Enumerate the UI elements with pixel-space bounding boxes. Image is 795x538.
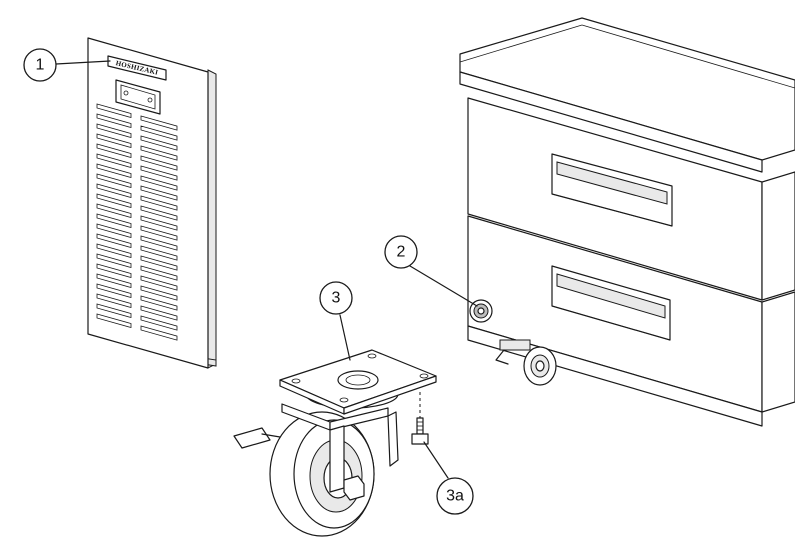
louver-slot: [96, 113, 132, 129]
callout-2-label: 2: [397, 244, 406, 261]
louver-slot: [140, 305, 178, 321]
mounting-plate: [279, 349, 437, 415]
louver-slot: [140, 145, 178, 161]
caster-wheel: [269, 411, 375, 537]
louver-slot: [140, 315, 178, 331]
louver-slot: [96, 183, 132, 199]
louver-slot: [96, 213, 132, 229]
louver-slot: [140, 295, 178, 311]
mounting-bolt: [411, 392, 429, 445]
louver-slot: [140, 135, 178, 151]
louver-slot: [96, 263, 132, 279]
louver-slot: [140, 195, 178, 211]
axle-nut: [343, 475, 365, 501]
louver-slot: [96, 123, 132, 139]
callout-3-label: 3: [332, 290, 341, 307]
louver-slot: [96, 203, 132, 219]
louver-slot: [140, 115, 178, 131]
louver-slot: [96, 293, 132, 309]
cabinet-caster: [495, 339, 557, 386]
louver-slot: [96, 233, 132, 249]
louver-slot: [140, 235, 178, 251]
lower-drawer-handle: [551, 265, 671, 341]
louver-slot: [140, 265, 178, 281]
louver-slot: [140, 185, 178, 201]
callout-3: 3: [319, 281, 353, 361]
louver-slot: [96, 313, 132, 329]
brake-pedal: [233, 427, 271, 449]
louver-slot: [96, 173, 132, 189]
callout-3a: 3a: [423, 441, 474, 515]
callout-1: 1: [23, 48, 111, 82]
louvered-panel: HOSHIZAKI: [87, 37, 217, 369]
louver-slot: [140, 215, 178, 231]
louver-slot: [96, 283, 132, 299]
louver-slot: [96, 243, 132, 259]
louver-slot: [96, 223, 132, 239]
louver-slot: [140, 255, 178, 271]
louver-slot: [140, 275, 178, 291]
louver-slot: [140, 155, 178, 171]
louver-slot: [96, 253, 132, 269]
louver-slot: [96, 103, 132, 119]
swivel-caster: [233, 349, 437, 537]
louver-slot: [140, 165, 178, 181]
louver-slot: [96, 193, 132, 209]
louver-slots: [96, 103, 178, 341]
callout-3a-label: 3a: [446, 488, 464, 505]
vent-knob: [469, 299, 493, 323]
louver-slot: [96, 163, 132, 179]
callout-2: 2: [384, 235, 478, 307]
louver-slot: [140, 125, 178, 141]
louver-slot: [140, 285, 178, 301]
louver-slot: [140, 325, 178, 341]
louver-slot: [140, 205, 178, 221]
callout-1-label: 1: [36, 57, 45, 74]
louver-slot: [96, 303, 132, 319]
louver-slot: [96, 273, 132, 289]
upper-drawer-handle: [551, 153, 673, 227]
louver-slot: [96, 153, 132, 169]
louver-slot: [140, 225, 178, 241]
drawer-cabinet: [459, 17, 795, 427]
louver-slot: [96, 143, 132, 159]
louver-slot: [140, 175, 178, 191]
display-window: [115, 79, 161, 115]
louver-slot: [140, 245, 178, 261]
louver-slot: [96, 133, 132, 149]
